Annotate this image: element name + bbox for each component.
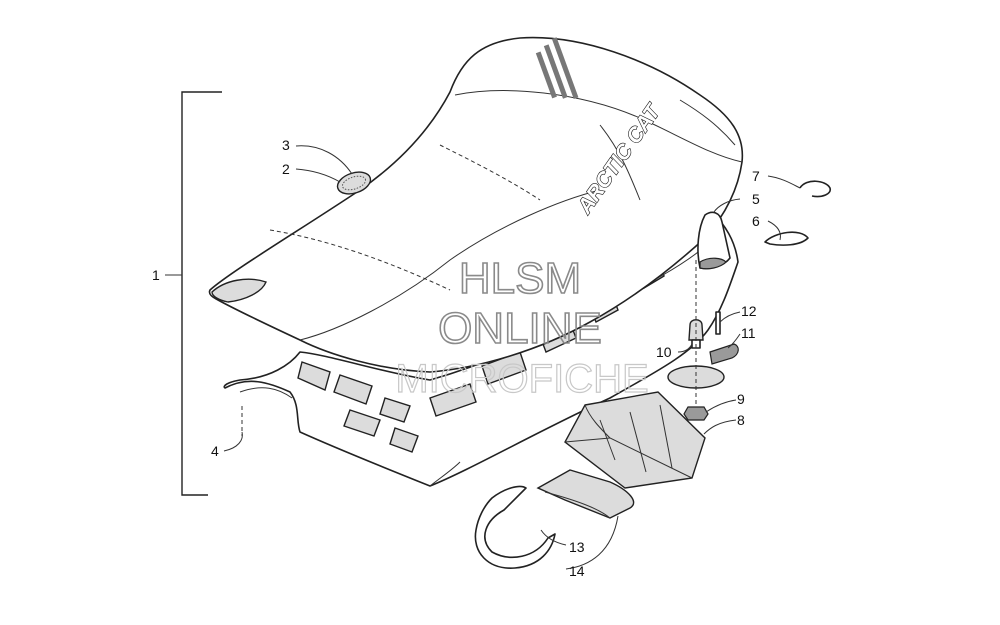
emblem-patch [336, 171, 372, 195]
callout-13: 13 [569, 539, 585, 555]
watermark-line-2: ONLINE [438, 304, 602, 353]
foam-block [564, 391, 706, 489]
callout-9: 9 [737, 391, 745, 407]
callout-6: 6 [752, 213, 760, 229]
callout-14: 14 [569, 563, 585, 579]
callout-1: 1 [152, 267, 160, 283]
leader-lines [223, 145, 801, 570]
callout-3: 3 [282, 137, 290, 153]
callout-8: 8 [737, 412, 745, 428]
seat-cushion-cover [208, 36, 744, 373]
watermark-line-1: HLSM [459, 254, 581, 303]
hairpin-clip [764, 231, 809, 246]
callout-2: 2 [282, 161, 290, 177]
assembly-bracket [165, 91, 222, 496]
nut [683, 406, 709, 421]
callout-labels: 1 2 3 4 5 6 7 8 9 10 11 12 13 14 [152, 137, 760, 579]
watermark: HLSM ONLINE MICROFICHE [395, 253, 650, 401]
latch-hook [709, 343, 739, 365]
small-pin [715, 311, 721, 335]
snap-ring [799, 180, 832, 198]
callout-10: 10 [656, 344, 672, 360]
callout-11: 11 [741, 325, 756, 341]
side-rail [697, 211, 731, 270]
watermark-line-3: MICROFICHE [395, 357, 648, 401]
strap [474, 485, 556, 569]
mounting-plate [667, 260, 725, 407]
callout-4: 4 [211, 443, 219, 459]
callout-5: 5 [752, 191, 760, 207]
callout-12: 12 [741, 303, 757, 319]
pad [536, 469, 635, 519]
callout-7: 7 [752, 168, 760, 184]
